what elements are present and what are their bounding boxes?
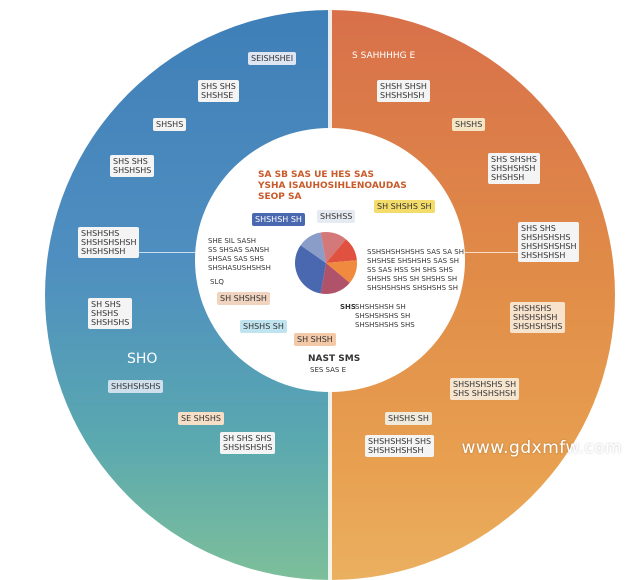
connector (465, 252, 525, 253)
left-box: SHSHSHSHS (108, 380, 164, 393)
pie-slice (326, 260, 357, 283)
left-box: SH SHS SHS SHSHSHSHS (220, 432, 276, 454)
center-tag: SHSHSS (317, 210, 356, 223)
pie-slice (295, 245, 326, 294)
right-box: SHSHSHS SHSHSHSH SHSHSHSHS (510, 302, 566, 333)
right-box: SHS SHSHS SHSHSHSH SHSHSH (488, 153, 540, 184)
left-box: SHSHSHS SHSHSHSHSH SHSHSHSH (78, 227, 140, 258)
center-heading: SA SB SAS UE HES SAS YSHA ISAUHOSIHLENOA… (258, 170, 407, 202)
center-tag: SH SHSHSH (217, 292, 270, 305)
pie-slice (300, 232, 326, 263)
right-header: S SAHHHHG E (352, 51, 416, 61)
pie-slice (326, 239, 357, 263)
right-box: SHSHS (452, 118, 486, 131)
left-box: SHS SHS SHSHSE (198, 80, 239, 102)
center-tag: SHSHS SH (240, 320, 287, 333)
right-box: SHSHSHSHS SH SHS SHSHSHSH (450, 378, 520, 400)
center-tag: SH SHSH (294, 333, 336, 346)
center-bottom-tag: SHS (340, 303, 356, 311)
pie-slice (320, 232, 346, 263)
left-label: SHO (127, 351, 158, 367)
center-bottom-text: SHSHSHSH SH SHSHSHSHS SH SHSHSHSHS SHS (355, 303, 415, 329)
watermark: www.gdxmfw.com (461, 438, 622, 458)
left-box: SE SHSHS (178, 412, 224, 425)
left-box: SHS SHS SHSHSHS (110, 155, 155, 177)
left-box: SH SHS SHSHS SHSHSHS (88, 298, 133, 329)
center-tag: SH SHSHS SH (374, 200, 435, 213)
center-title: NAST SMS (308, 354, 361, 364)
center-left-short: SLQ (210, 278, 224, 286)
connector (130, 252, 198, 253)
center-subtitle: SES SAS E (310, 366, 346, 374)
center-tag: SHSHSH SH (252, 213, 305, 226)
center-right-text-2: SS SAS HSS SH SHS SHS SHSHS SHS SH SHSHS… (367, 266, 458, 292)
right-box: SHSHS SH (385, 412, 432, 425)
pie-slice (320, 263, 350, 294)
right-box: SHSH SHSH SHSHSHSH (377, 80, 430, 102)
left-box: SHSHS (153, 118, 187, 131)
right-box: SHS SHS SHSHSHSHS SHSHSHSHSH SHSHSHSH (518, 222, 580, 262)
pie-chart (295, 232, 357, 294)
center-left-text: SHE SIL SASH SS SHSAS SANSH SHSAS SAS SH… (208, 237, 271, 272)
left-box: SEISHSHEI (248, 52, 297, 65)
center-right-text-1: SSHSHSHSHSHS SAS SA SH SHSHSE SHSHSHS SA… (367, 248, 464, 265)
right-box: SHSHSHSH SHS SHSHSHSHSH (365, 435, 435, 457)
